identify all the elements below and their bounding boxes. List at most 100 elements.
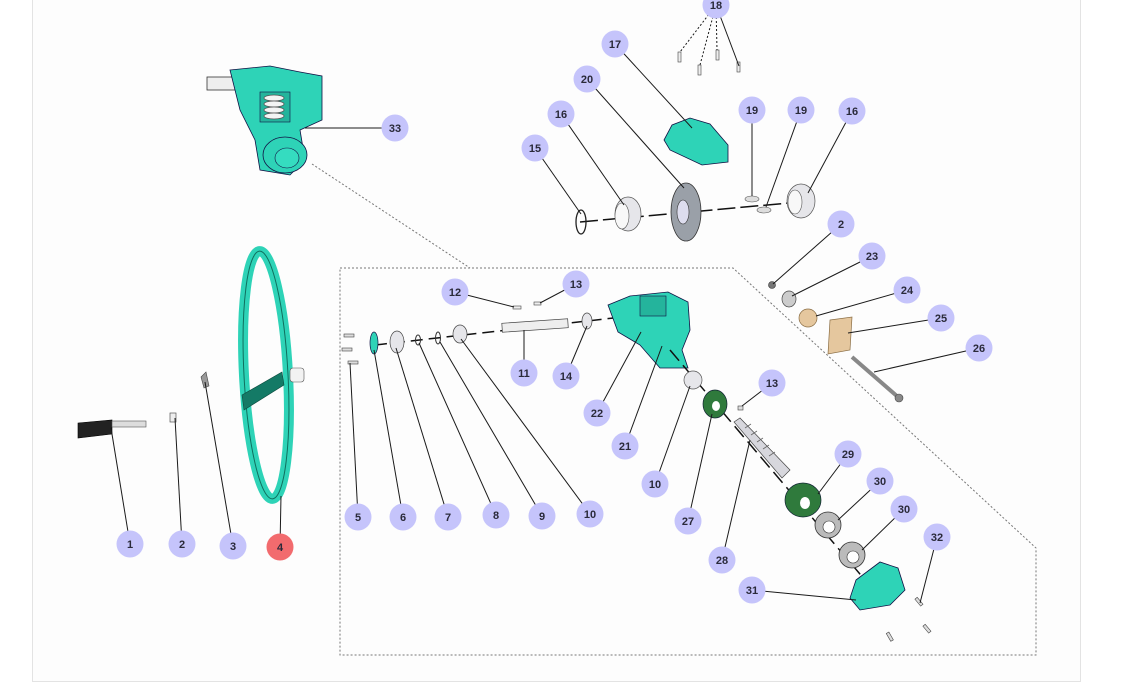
callout-13[interactable]: 13 bbox=[758, 369, 786, 397]
callout-32[interactable]: 32 bbox=[923, 523, 951, 551]
part-16-bearing-left[interactable] bbox=[614, 196, 642, 232]
callout-26[interactable]: 26 bbox=[965, 334, 993, 362]
callout-5[interactable]: 5 bbox=[344, 503, 372, 531]
callout-badge[interactable] bbox=[381, 114, 409, 142]
callout-badge[interactable] bbox=[758, 369, 786, 397]
callout-badge[interactable] bbox=[738, 576, 766, 604]
part-8-ring[interactable] bbox=[415, 334, 421, 346]
part-21-housing[interactable] bbox=[607, 291, 691, 369]
callout-badge[interactable] bbox=[528, 502, 556, 530]
part-26-bolt[interactable] bbox=[850, 355, 904, 403]
part-31-end-cap[interactable] bbox=[849, 561, 906, 611]
part-11-shaft[interactable] bbox=[501, 318, 569, 333]
callout-badge[interactable] bbox=[116, 530, 144, 558]
callout-7[interactable]: 7 bbox=[434, 503, 462, 531]
callout-badge[interactable] bbox=[611, 432, 639, 460]
callout-18[interactable]: 18 bbox=[702, 0, 730, 19]
callout-badge[interactable] bbox=[893, 276, 921, 304]
callout-20[interactable]: 20 bbox=[573, 65, 601, 93]
part-3-pin[interactable] bbox=[200, 371, 210, 389]
callout-27[interactable]: 27 bbox=[674, 507, 702, 535]
part-2-clip[interactable] bbox=[169, 412, 177, 423]
callout-10[interactable]: 10 bbox=[641, 470, 669, 498]
callout-badge[interactable] bbox=[219, 532, 247, 560]
part-13-key-lower[interactable] bbox=[737, 405, 744, 411]
part-33-gearbox-assembly[interactable] bbox=[206, 65, 323, 176]
part-20-worm-gear[interactable] bbox=[670, 182, 702, 242]
callout-badge[interactable] bbox=[562, 270, 590, 298]
callout-badge[interactable] bbox=[641, 470, 669, 498]
callout-badge[interactable] bbox=[434, 503, 462, 531]
callout-badge[interactable] bbox=[787, 96, 815, 124]
callout-14[interactable]: 14 bbox=[552, 362, 580, 390]
callout-badge[interactable] bbox=[266, 533, 294, 561]
part-12-key[interactable] bbox=[512, 305, 522, 310]
callout-badge[interactable] bbox=[168, 530, 196, 558]
callout-29[interactable]: 29 bbox=[834, 440, 862, 468]
part-17-gear-cover[interactable] bbox=[663, 117, 729, 166]
callout-6[interactable]: 6 bbox=[389, 503, 417, 531]
part-18-screws[interactable] bbox=[677, 49, 741, 76]
callout-badge[interactable] bbox=[547, 100, 575, 128]
callout-17[interactable]: 17 bbox=[601, 30, 629, 58]
part-13-key[interactable] bbox=[533, 301, 542, 306]
callout-badge[interactable] bbox=[827, 210, 855, 238]
part-19-key-left[interactable] bbox=[744, 195, 760, 203]
part-32-screws[interactable] bbox=[885, 596, 932, 642]
callout-10[interactable]: 10 bbox=[576, 500, 604, 528]
callout-badge[interactable] bbox=[866, 467, 894, 495]
callout-badge[interactable] bbox=[521, 134, 549, 162]
part-23-washer[interactable] bbox=[781, 290, 797, 308]
callout-badge[interactable] bbox=[552, 362, 580, 390]
callout-2[interactable]: 2 bbox=[827, 210, 855, 238]
callout-8[interactable]: 8 bbox=[482, 501, 510, 529]
part-9-ring[interactable] bbox=[435, 331, 441, 345]
callout-9[interactable]: 9 bbox=[528, 502, 556, 530]
part-29-seal[interactable] bbox=[784, 482, 822, 518]
callout-30[interactable]: 30 bbox=[866, 467, 894, 495]
callout-19[interactable]: 19 bbox=[738, 96, 766, 124]
part-10-bushing[interactable] bbox=[452, 324, 468, 344]
callout-33[interactable]: 33 bbox=[381, 114, 409, 142]
callout-25[interactable]: 25 bbox=[927, 304, 955, 332]
part-7-bearing[interactable] bbox=[389, 330, 405, 354]
callout-1[interactable]: 1 bbox=[116, 530, 144, 558]
part-5-screws[interactable] bbox=[341, 333, 359, 365]
part-24-spacer[interactable] bbox=[798, 308, 818, 328]
callout-badge[interactable] bbox=[890, 495, 918, 523]
callout-11[interactable]: 11 bbox=[510, 359, 538, 387]
callout-23[interactable]: 23 bbox=[858, 242, 886, 270]
part-27-seal[interactable] bbox=[702, 389, 728, 419]
callout-badge[interactable] bbox=[674, 507, 702, 535]
part-6-seal-flange[interactable] bbox=[369, 331, 379, 355]
part-4-handwheel[interactable] bbox=[238, 246, 305, 504]
callout-2[interactable]: 2 bbox=[168, 530, 196, 558]
callout-13[interactable]: 13 bbox=[562, 270, 590, 298]
part-16-bearing-right[interactable] bbox=[786, 183, 816, 219]
callout-badge[interactable] bbox=[858, 242, 886, 270]
callout-19[interactable]: 19 bbox=[787, 96, 815, 124]
callout-28[interactable]: 28 bbox=[708, 546, 736, 574]
callout-badge[interactable] bbox=[583, 399, 611, 427]
callout-badge[interactable] bbox=[389, 503, 417, 531]
callout-badge[interactable] bbox=[923, 523, 951, 551]
callout-31[interactable]: 31 bbox=[738, 576, 766, 604]
part-10-bushing-lower[interactable] bbox=[683, 370, 703, 390]
callout-badge[interactable] bbox=[576, 500, 604, 528]
part-30-bearing-b[interactable] bbox=[838, 541, 866, 569]
callout-15[interactable]: 15 bbox=[521, 134, 549, 162]
callout-16[interactable]: 16 bbox=[547, 100, 575, 128]
callout-badge[interactable] bbox=[702, 0, 730, 19]
part-14-bushing[interactable] bbox=[581, 312, 593, 330]
callout-badge[interactable] bbox=[965, 334, 993, 362]
callout-badge[interactable] bbox=[482, 501, 510, 529]
callout-3[interactable]: 3 bbox=[219, 532, 247, 560]
callout-21[interactable]: 21 bbox=[611, 432, 639, 460]
callout-badge[interactable] bbox=[510, 359, 538, 387]
callout-badge[interactable] bbox=[834, 440, 862, 468]
callout-22[interactable]: 22 bbox=[583, 399, 611, 427]
callout-badge[interactable] bbox=[441, 278, 469, 306]
part-30-bearing-a[interactable] bbox=[814, 511, 842, 539]
callout-badge[interactable] bbox=[708, 546, 736, 574]
callout-16[interactable]: 16 bbox=[838, 97, 866, 125]
